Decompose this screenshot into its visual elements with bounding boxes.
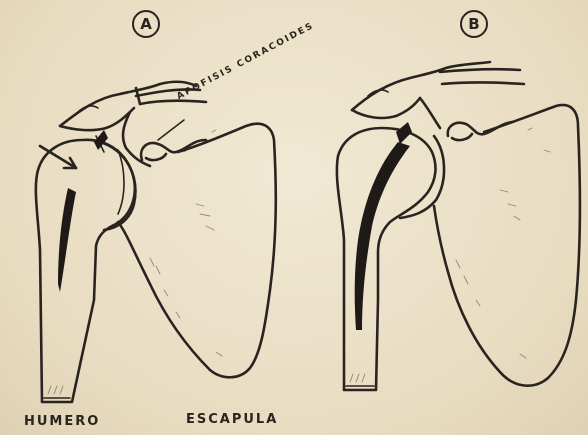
humerus-a — [36, 140, 135, 402]
coracoid-b — [448, 122, 512, 136]
panel-b-drawing — [337, 62, 580, 390]
panel-b-letter: B — [468, 15, 479, 33]
scapula-b — [420, 98, 580, 386]
humerus-b-shading — [355, 142, 410, 330]
humerus-a-shading — [58, 188, 76, 292]
coracoid-a — [141, 140, 206, 160]
scapula-label: ESCAPULA — [186, 412, 278, 427]
panel-a-drawing — [36, 82, 276, 402]
panel-a-letter: A — [140, 15, 152, 33]
panel-a-marker: A — [132, 10, 160, 38]
panel-b-marker: B — [460, 10, 488, 38]
humerus-label: HUMERO — [24, 414, 100, 429]
